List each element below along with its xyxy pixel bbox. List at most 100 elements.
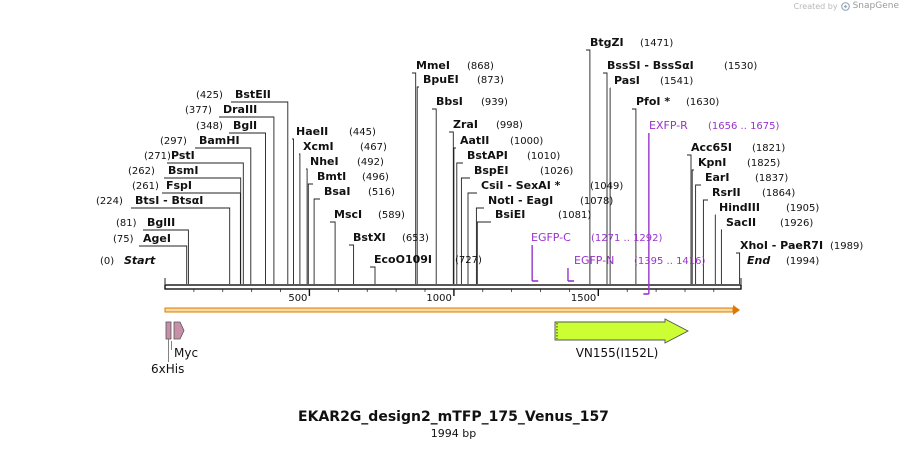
- site-name: NotI - EagI: [488, 194, 553, 207]
- site-position: (492): [357, 157, 384, 168]
- site-line: [586, 49, 591, 284]
- site-position: (1471): [640, 38, 673, 49]
- site-position: (1530): [724, 61, 757, 72]
- site-label-group: CsiI - SexAI *(1049): [481, 179, 623, 192]
- feature-myc-tag: [173, 321, 185, 340]
- site-line: [476, 221, 491, 284]
- site-label-group: SacII(1926): [726, 216, 813, 229]
- site-label-group: XhoI - PaeR7I(1989): [740, 239, 863, 252]
- snapgene-logo-icon: [840, 1, 850, 11]
- site-position: (873): [477, 75, 504, 86]
- feature-label-myc: Myc: [174, 346, 198, 360]
- site-line: [306, 168, 308, 284]
- site-name: BamHI: [199, 134, 240, 147]
- site-position: (1821): [752, 143, 785, 154]
- site-label-group: BstXI(653): [353, 231, 429, 244]
- site-label-group: Start(0): [100, 254, 156, 267]
- dna-backbone: [164, 284, 742, 290]
- ruler-tick-label: 1500: [571, 293, 596, 304]
- site-line: [691, 169, 694, 284]
- feature-label-6xhis: 6xHis: [151, 362, 184, 376]
- feature-his-tag: [165, 321, 172, 340]
- site-name: End: [747, 254, 770, 267]
- site-position: (1864): [762, 188, 795, 199]
- site-label-group: PasI(1541): [614, 74, 693, 87]
- site-name: XcmI: [303, 140, 334, 153]
- site-line: [313, 198, 320, 284]
- site-line: [167, 162, 244, 284]
- site-line: [456, 162, 463, 284]
- site-position: (998): [496, 120, 523, 131]
- primer-name: EGFP-N: [574, 254, 614, 267]
- primer: EXFP-R (1656 .. 1675): [643, 119, 780, 295]
- site-position: (727): [455, 255, 482, 266]
- site-label-group: ZraI(998): [453, 118, 523, 131]
- site-line: [702, 199, 708, 284]
- site-line: [736, 252, 741, 284]
- site-position: (271): [144, 151, 171, 162]
- primers: EGFP-C(1271 .. 1292)EGFP-N(1395 .. 1416)…: [531, 119, 780, 295]
- site-label-group: NheI(492): [310, 155, 384, 168]
- site-line: [131, 207, 231, 284]
- site-name: PstI: [171, 149, 195, 162]
- site-position: (1630): [686, 97, 719, 108]
- site-position: (261): [132, 181, 159, 192]
- site-position: (297): [160, 136, 187, 147]
- site-label-group: KpnI(1825): [698, 156, 780, 169]
- site-name: BssSI - BssSαI: [607, 59, 694, 72]
- site-name: BglII: [147, 216, 175, 229]
- site-name: BpuEI: [423, 73, 459, 86]
- site-position: (75): [113, 234, 134, 245]
- site-position: (1905): [786, 203, 819, 214]
- site-position: (1926): [780, 218, 813, 229]
- orf-arrowhead: [733, 305, 740, 315]
- site-line: [299, 153, 301, 284]
- site-name: PasI: [614, 74, 640, 87]
- site-label-group: BglII(81): [116, 216, 175, 229]
- site-line: [307, 183, 313, 284]
- primer: EGFP-C(1271 .. 1292): [531, 231, 663, 282]
- site-name: MscI: [334, 208, 362, 221]
- ruler-tick-label: 500: [288, 293, 307, 304]
- site-label-group: EarI(1837): [705, 171, 788, 184]
- site-label-group: FspI(261): [132, 179, 192, 192]
- site-label-group: EcoO109I(727): [374, 253, 482, 266]
- site-label-group: AatII(1000): [460, 134, 543, 147]
- site-line: [164, 177, 242, 284]
- site-name: BsiEI: [495, 208, 525, 221]
- site-position: (1825): [747, 158, 780, 169]
- site-position: (224): [96, 196, 123, 207]
- site-label-group: DraIII(377): [185, 103, 257, 116]
- site-label-group: BmtI(496): [317, 170, 389, 183]
- primer-range: (1271 .. 1292): [591, 233, 663, 244]
- site-name: AgeI: [143, 232, 171, 245]
- site-line: [720, 229, 722, 284]
- site-line: [695, 184, 701, 284]
- site-label-group: BstEII(425): [196, 88, 271, 101]
- site-name: BtsI - BtsαI: [135, 194, 203, 207]
- site-position: (445): [349, 127, 376, 138]
- site-label-group: NotI - EagI(1078): [488, 194, 613, 207]
- watermark-brand: SnapGene: [852, 1, 899, 11]
- site-line: [453, 147, 456, 284]
- site-name: BsmI: [168, 164, 199, 177]
- site-position: (1049): [590, 181, 623, 192]
- site-position: (377): [185, 105, 212, 116]
- site-line: [449, 131, 454, 284]
- site-name: BstEII: [235, 88, 271, 101]
- site-line: [349, 244, 355, 284]
- primer-name: EXFP-R: [649, 119, 688, 132]
- primer-range: (1656 .. 1675): [708, 121, 780, 132]
- map-title-block: EKAR2G_design2_mTFP_175_Venus_157 1994 b…: [0, 409, 907, 440]
- site-label-group: BsaI(516): [324, 185, 395, 198]
- site-line: [229, 132, 266, 284]
- site-line: [416, 86, 419, 284]
- site-position: (868): [467, 61, 494, 72]
- site-label-group: BamHI (297): [160, 134, 240, 147]
- site-line: [330, 221, 336, 284]
- site-line: [292, 138, 294, 284]
- site-name: Start: [124, 254, 156, 267]
- site-name: HindIII: [719, 201, 760, 214]
- orf-bar: [164, 307, 734, 313]
